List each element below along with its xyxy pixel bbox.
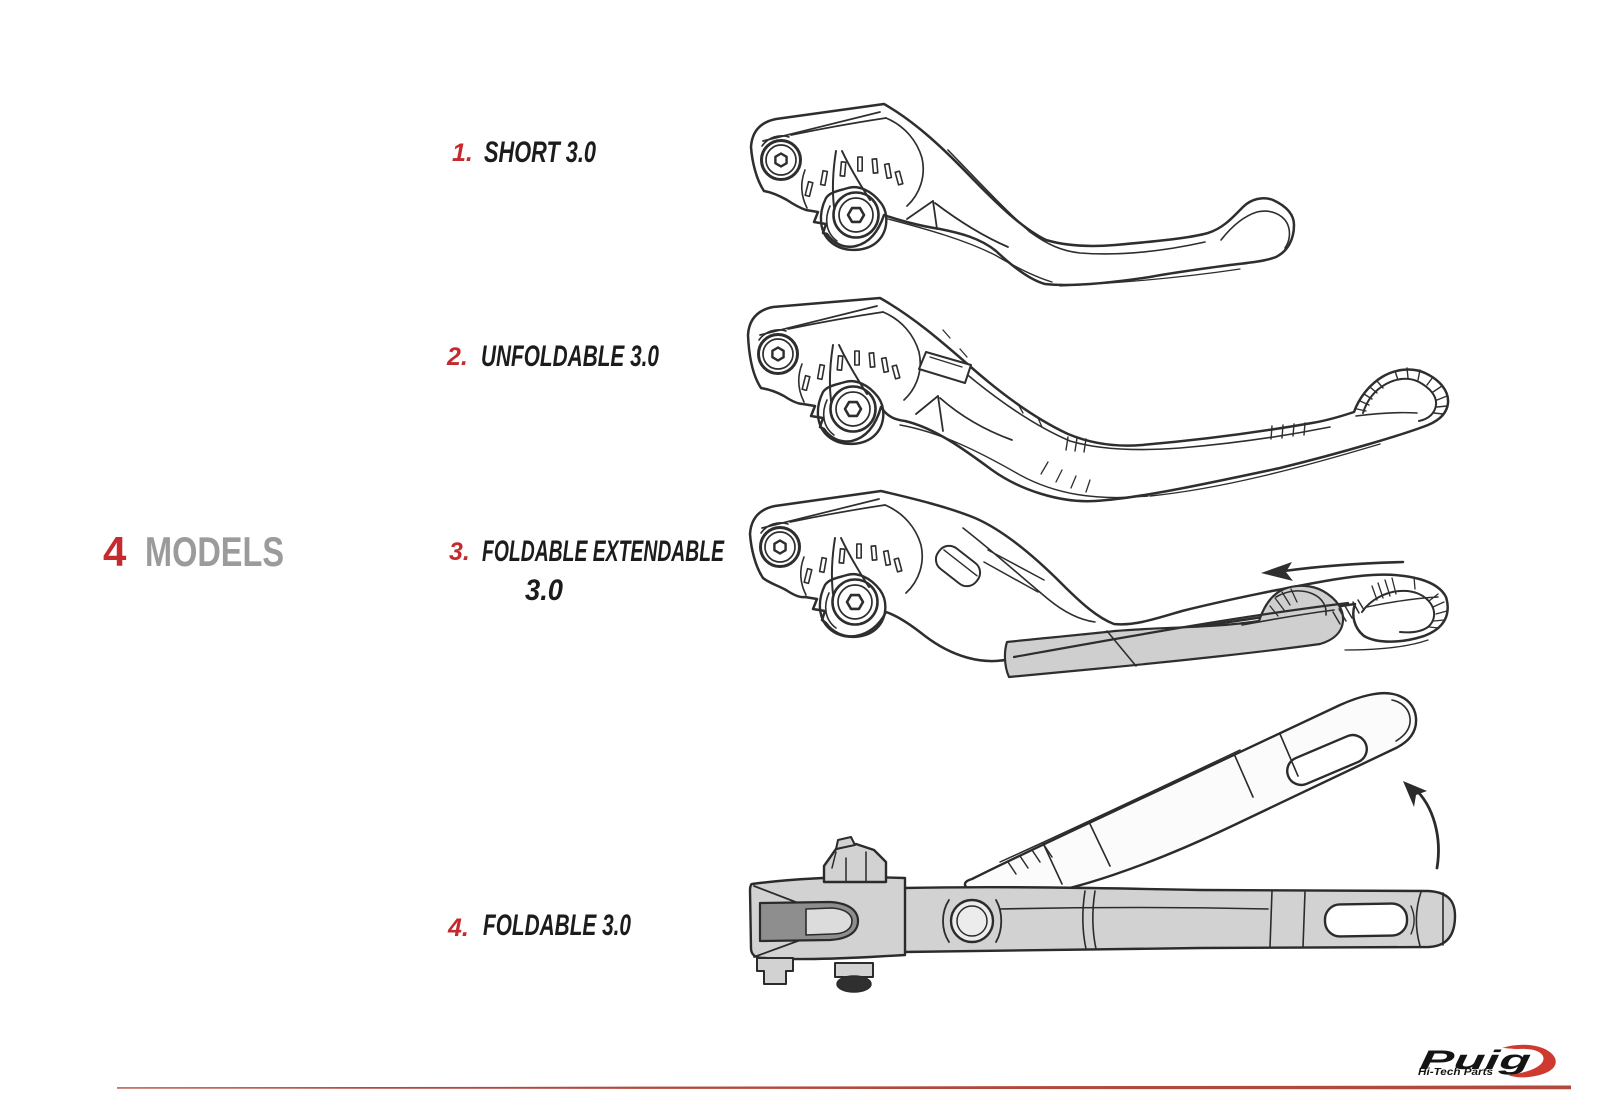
svg-text:3.: 3. — [449, 538, 470, 566]
svg-text:Puig: Puig — [1418, 1044, 1533, 1075]
svg-text:FOLDABLE EXTENDABLE: FOLDABLE EXTENDABLE — [482, 535, 725, 568]
svg-text:2.: 2. — [446, 343, 468, 371]
svg-text:3.0: 3.0 — [525, 574, 563, 607]
svg-text:MODELS: MODELS — [145, 528, 284, 575]
svg-text:Hi-Tech Parts: Hi-Tech Parts — [1418, 1067, 1494, 1078]
svg-text:SHORT 3.0: SHORT 3.0 — [484, 136, 596, 169]
svg-text:4.: 4. — [447, 914, 469, 942]
svg-text:4: 4 — [103, 528, 127, 575]
svg-text:FOLDABLE 3.0: FOLDABLE 3.0 — [483, 909, 631, 942]
svg-text:1.: 1. — [452, 139, 473, 167]
svg-text:UNFOLDABLE 3.0: UNFOLDABLE 3.0 — [481, 340, 659, 373]
